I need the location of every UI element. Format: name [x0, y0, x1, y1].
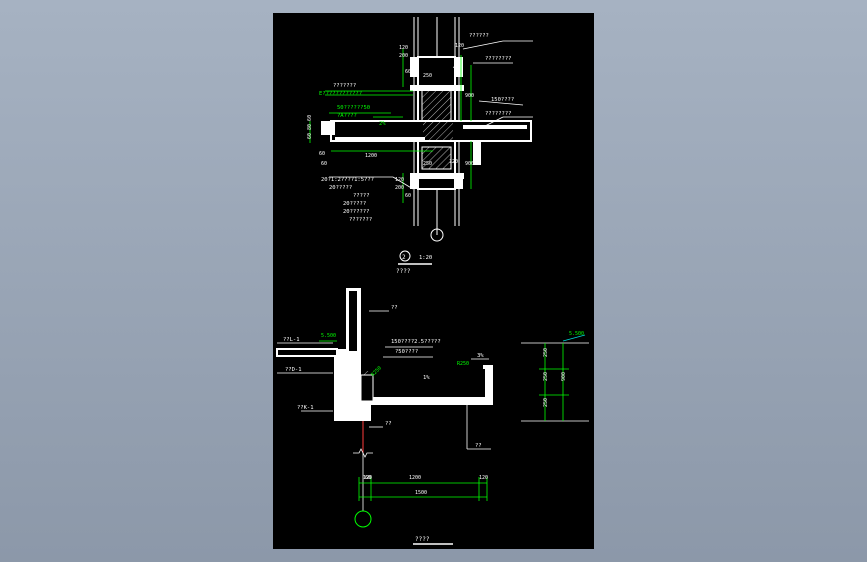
note-low-6: ??????? [349, 217, 372, 223]
label-l2: ??D-1 [285, 367, 302, 373]
title-top: 2 1:20 ???? [396, 250, 432, 275]
title-bottom: ???? [413, 536, 453, 545]
dim-1200: 1200 [409, 475, 421, 481]
dim-200-b: 200 [395, 185, 404, 191]
dimension-lines [309, 49, 472, 203]
dim-s250-b: 250 [543, 372, 549, 381]
title-top-text: ???? [396, 268, 411, 275]
dim-60-b: 60 [319, 151, 325, 157]
note-lintel: 50??????50 [337, 105, 370, 111]
dim-60-c: 60 [321, 161, 327, 167]
slope-r: 3% [477, 353, 484, 359]
dim-60: 60 [365, 475, 371, 481]
top-detail: ?????? ???????? ??????? E???????????? 50… [307, 17, 533, 275]
dim-120-c: 120 [449, 159, 458, 165]
note-low-4: 20????? [343, 201, 366, 207]
note-left-2: E???????????? [319, 91, 362, 97]
dim-60-a: 60 [405, 69, 411, 75]
note-low-1: 20?1:2????1:5??? [321, 177, 374, 183]
dim-r250-b: R250 [457, 361, 469, 367]
dim-900-a: 900 [465, 93, 474, 99]
bottom-dimensions [358, 477, 488, 501]
note-low-3: ????? [353, 193, 370, 199]
slope: 1% [423, 375, 430, 381]
drawing-sheet[interactable]: ?????? ???????? ??????? E???????????? 50… [273, 13, 594, 549]
dim-120-b: 120 [455, 43, 464, 49]
dim-1500: 1500 [415, 490, 427, 496]
leader-lines [329, 40, 533, 190]
axis-bubble [430, 228, 444, 242]
column-upper [410, 56, 464, 122]
dim-s900: 900 [561, 372, 567, 381]
elev-left: 5.500 [321, 333, 336, 339]
callout-top-text: ?????? [469, 33, 489, 39]
note-left-1: ??????? [333, 83, 356, 89]
dim-200-a: 200 [399, 53, 408, 59]
note-mid-1: 150????2.5????? [391, 339, 441, 345]
note-low-2: 20????? [329, 185, 352, 191]
dim-250-a: 250 [423, 73, 432, 79]
dim-1200: 1200 [365, 153, 377, 159]
label-l3: ??K-1 [297, 405, 314, 411]
dim-60-d: 60 [405, 193, 411, 199]
canopy-slab [321, 120, 532, 165]
title-num: 2 [402, 254, 406, 261]
right-dimension-stack: 5.500 250 250 250 900 [521, 331, 589, 422]
dim-120-l: 120 [363, 475, 372, 481]
elev-right: 5.500 [569, 331, 584, 337]
axis-line [353, 421, 373, 528]
dim-120-a: 120 [399, 45, 408, 51]
note-ratio: 2% [379, 121, 386, 127]
dim-120-r: 120 [479, 475, 488, 481]
dim-900-b: 900 [465, 161, 474, 167]
dim-40: 40 [453, 65, 459, 71]
label-low-2: ?? [475, 443, 482, 449]
dim-3-60-80: 60 80 60 [307, 115, 313, 139]
dim-250-b: 250 [423, 161, 432, 167]
note-low-5: 20?????? [343, 209, 370, 215]
label-mid: ?? [391, 305, 398, 311]
dim-s250-c: 250 [543, 398, 549, 407]
callout-right-text: ???????? [485, 56, 512, 62]
dim-r250-a: R250 [370, 365, 383, 378]
title-bottom-text: ???? [415, 536, 430, 543]
note-mid-2: ?50???? [395, 349, 418, 355]
title-scale: 1:20 [419, 255, 432, 261]
note-a: ?A???? [337, 113, 357, 119]
column-lower [410, 140, 464, 190]
dim-s250-a: 250 [543, 348, 549, 357]
label-tl: ??L-1 [283, 337, 300, 343]
drawing-canvas[interactable]: ?????? ???????? ??????? E???????????? 50… [273, 13, 594, 549]
bottom-detail: ?? ??L-1 ??D-1 ??K-1 150????2.5????? ?50… [276, 288, 589, 545]
label-low-1: ?? [385, 421, 392, 427]
dim-120-d: 120 [395, 177, 404, 183]
note-right-2: ???????? [485, 111, 512, 117]
note-right-1: 150???? [491, 97, 514, 103]
